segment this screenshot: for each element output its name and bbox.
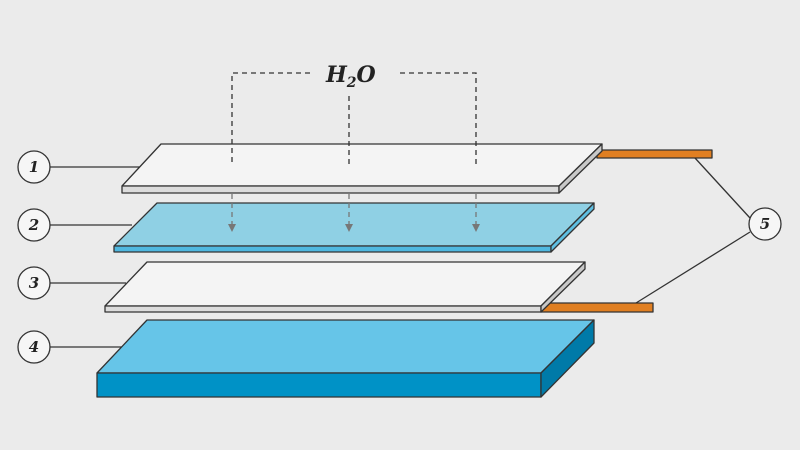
arrow-down-icon [345, 224, 353, 232]
water-flow-arrows-lower [231, 194, 477, 224]
callout-circle-4 [17, 330, 51, 364]
arrow-down-icon [228, 224, 236, 232]
electrode-tab-lower [540, 302, 654, 313]
leader-line-5a [694, 157, 751, 219]
callout-label-3: 3 [29, 274, 39, 292]
layer-4-block [96, 319, 595, 398]
callout-circle-3 [17, 266, 51, 300]
layer-3-plate [104, 261, 654, 313]
callout-circle-1 [17, 150, 51, 184]
callout-label-2: 2 [28, 216, 39, 234]
callout-label-1: 1 [29, 158, 39, 176]
callout-label-4: 4 [29, 338, 39, 356]
electrode-tab-upper [596, 149, 713, 159]
layer-2-membrane [113, 202, 595, 253]
arrow-down-icon [472, 224, 480, 232]
callout-circle-2 [17, 208, 51, 242]
leader-line-5b [635, 231, 751, 304]
water-flow-lines-upper [231, 72, 477, 165]
h2o-label: H2O [325, 62, 376, 91]
layer-1-plate [121, 143, 713, 194]
callout-label-5: 5 [760, 215, 770, 233]
callout-circle-5 [748, 207, 782, 241]
arrowheads [228, 224, 480, 232]
